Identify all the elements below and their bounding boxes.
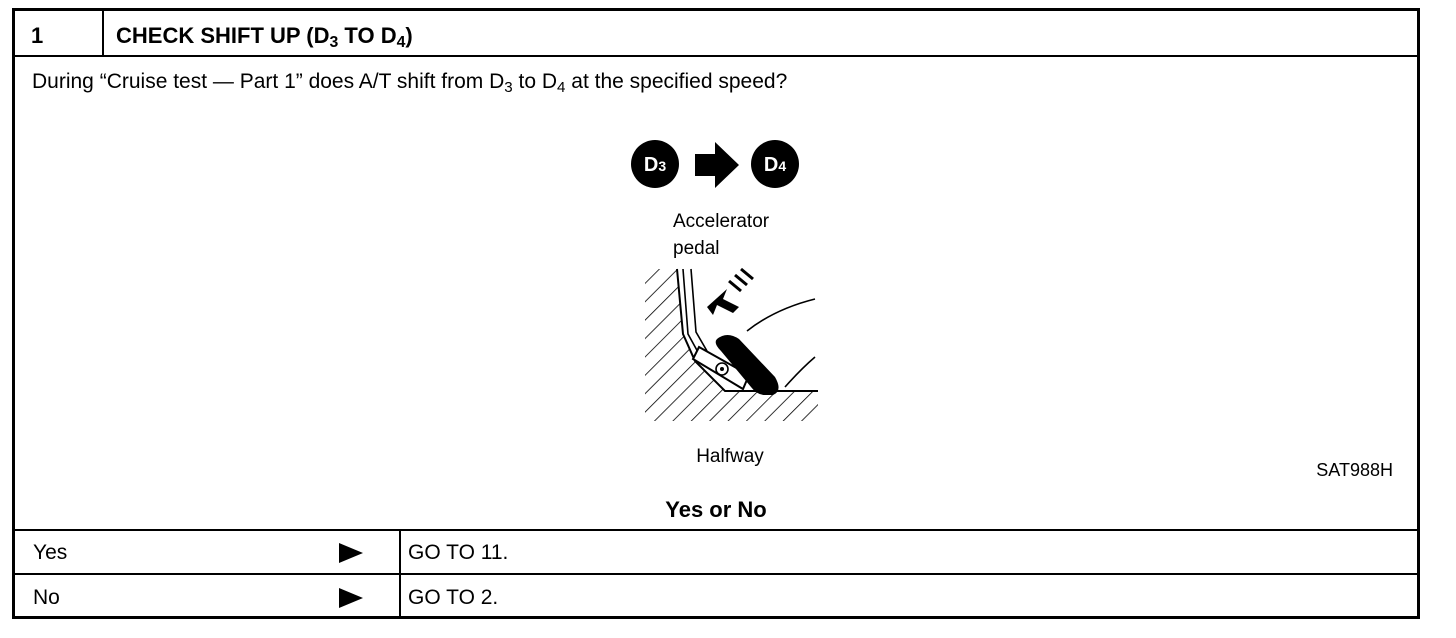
answer-label: Yes: [33, 541, 68, 564]
answers-top-rule: [15, 529, 1417, 531]
step-title: CHECK SHIFT UP (D3 TO D4): [116, 23, 413, 51]
step-number: 1: [31, 23, 44, 48]
svg-text:D4: D4: [764, 154, 786, 176]
svg-text:D3: D3: [644, 154, 666, 176]
accelerator-pedal-figure: D3 D4 Accelerator pedal: [615, 129, 875, 479]
header-rule: [15, 55, 1417, 57]
d3-badge-icon: D3: [631, 140, 679, 188]
diagnostic-step-table: 1 CHECK SHIFT UP (D3 TO D4) During “Crui…: [12, 8, 1420, 619]
answer-action[interactable]: GO TO 2.: [408, 586, 499, 609]
d4-badge-icon: D4: [751, 140, 799, 188]
answers-middle-rule: [15, 573, 1417, 575]
pedal-diagram-icon: [645, 267, 818, 421]
arrow-right-icon: [339, 588, 363, 608]
halfway-label: Halfway: [696, 446, 764, 467]
pedal-label-line1: Accelerator: [673, 211, 770, 232]
figure-code: SAT988H: [1316, 460, 1393, 480]
answer-action[interactable]: GO TO 11.: [408, 541, 509, 564]
answer-label: No: [33, 586, 60, 609]
header-divider: [102, 11, 104, 55]
step-question: During “Cruise test — Part 1” does A/T s…: [32, 70, 788, 96]
yes-or-no-prompt: Yes or No: [665, 497, 767, 522]
shift-arrow-icon: [695, 142, 739, 188]
pedal-label-line2: pedal: [673, 238, 720, 259]
arrow-right-icon: [339, 543, 363, 563]
